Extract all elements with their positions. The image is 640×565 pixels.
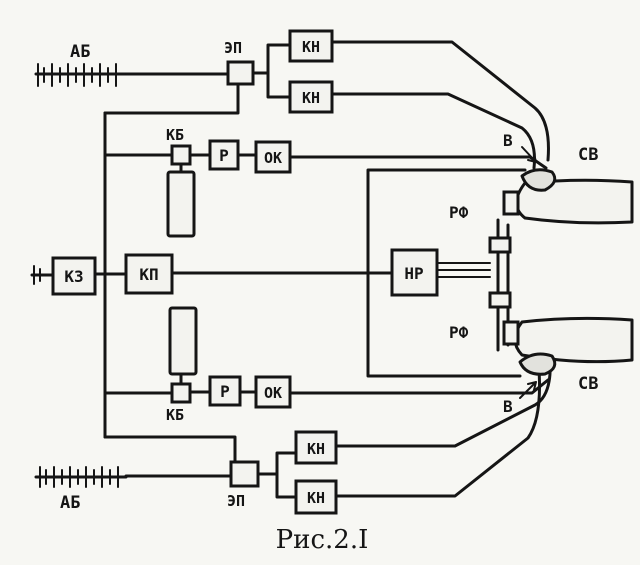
top-kn1-label: КН <box>302 38 320 56</box>
lower-rf-valve <box>502 320 520 346</box>
lower-r-label: Р <box>220 382 230 401</box>
lower-v-label: В <box>503 397 513 416</box>
top-ab-label: АБ <box>70 42 90 62</box>
top-kn2-label: КН <box>302 89 320 107</box>
upper-v-label: В <box>503 131 513 150</box>
top-ep-label: ЭП <box>224 39 242 57</box>
bottom-ep-box <box>229 460 260 488</box>
lower-ok-label: ОК <box>264 384 282 402</box>
kp-box <box>124 253 174 295</box>
lower-ok-nozzle-wire <box>288 378 550 395</box>
figure-caption: Рис.2.I <box>276 525 369 555</box>
upper-r-label: Р <box>219 146 229 165</box>
bottom-ab-label: АБ <box>60 493 80 513</box>
stem-clamp-lower <box>488 291 512 309</box>
top-ep-box <box>226 60 255 86</box>
lower-r-box <box>208 375 242 407</box>
upper-cylinder <box>166 170 196 238</box>
upper-rf-label: РФ <box>449 203 469 222</box>
upper-kb-box <box>170 144 192 166</box>
upper-rf-valve <box>502 190 520 216</box>
upper-ok-box <box>254 140 292 174</box>
nr-shaft-lines <box>436 262 491 278</box>
bottom-kn2-label: КН <box>307 489 325 507</box>
kz-label: КЗ <box>64 267 83 286</box>
top-ep-kn-wires <box>250 43 292 99</box>
lower-ok-box <box>254 375 292 409</box>
bottom-battery-symbol <box>34 466 128 488</box>
bottom-kn2-line <box>333 368 541 498</box>
upper-r-box <box>208 139 240 171</box>
top-kn1-box <box>288 29 334 63</box>
stem-clamp-upper <box>488 236 512 254</box>
lower-cylinder <box>168 306 198 376</box>
lower-nozzle <box>502 316 634 376</box>
bottom-ep-feed-wire <box>103 435 237 465</box>
lower-b-arrow <box>519 381 537 399</box>
upper-nozzle <box>502 168 634 225</box>
kz-box <box>51 256 97 296</box>
bottom-ep-kn-wires <box>257 451 298 499</box>
bottom-kn1-label: КН <box>307 440 325 458</box>
top-kn1-line <box>330 40 550 162</box>
lower-sv-label: СВ <box>578 374 598 394</box>
top-kn2-box <box>288 80 334 114</box>
lower-kb-label: КБ <box>166 406 184 424</box>
kp-label: КП <box>139 265 158 284</box>
upper-b-arrow <box>521 146 537 163</box>
lower-rf-label: РФ <box>449 323 469 342</box>
upper-sv-label: СВ <box>578 145 598 165</box>
bottom-ep-label: ЭП <box>227 492 245 510</box>
nr-frame-wire <box>366 168 527 378</box>
nr-box <box>390 248 439 297</box>
bottom-kn2-box <box>294 479 338 515</box>
upper-ok-label: ОК <box>264 149 282 167</box>
bottom-kn1-box <box>294 430 338 465</box>
lower-kb-box <box>170 382 192 404</box>
top-ep-feed-wire <box>103 82 240 115</box>
upper-ok-nozzle-wire <box>288 155 548 170</box>
upper-kb-label: КБ <box>166 126 184 144</box>
top-battery-symbol <box>34 63 126 87</box>
kz-battery-symbol <box>30 265 56 285</box>
nr-label: НР <box>404 264 423 283</box>
